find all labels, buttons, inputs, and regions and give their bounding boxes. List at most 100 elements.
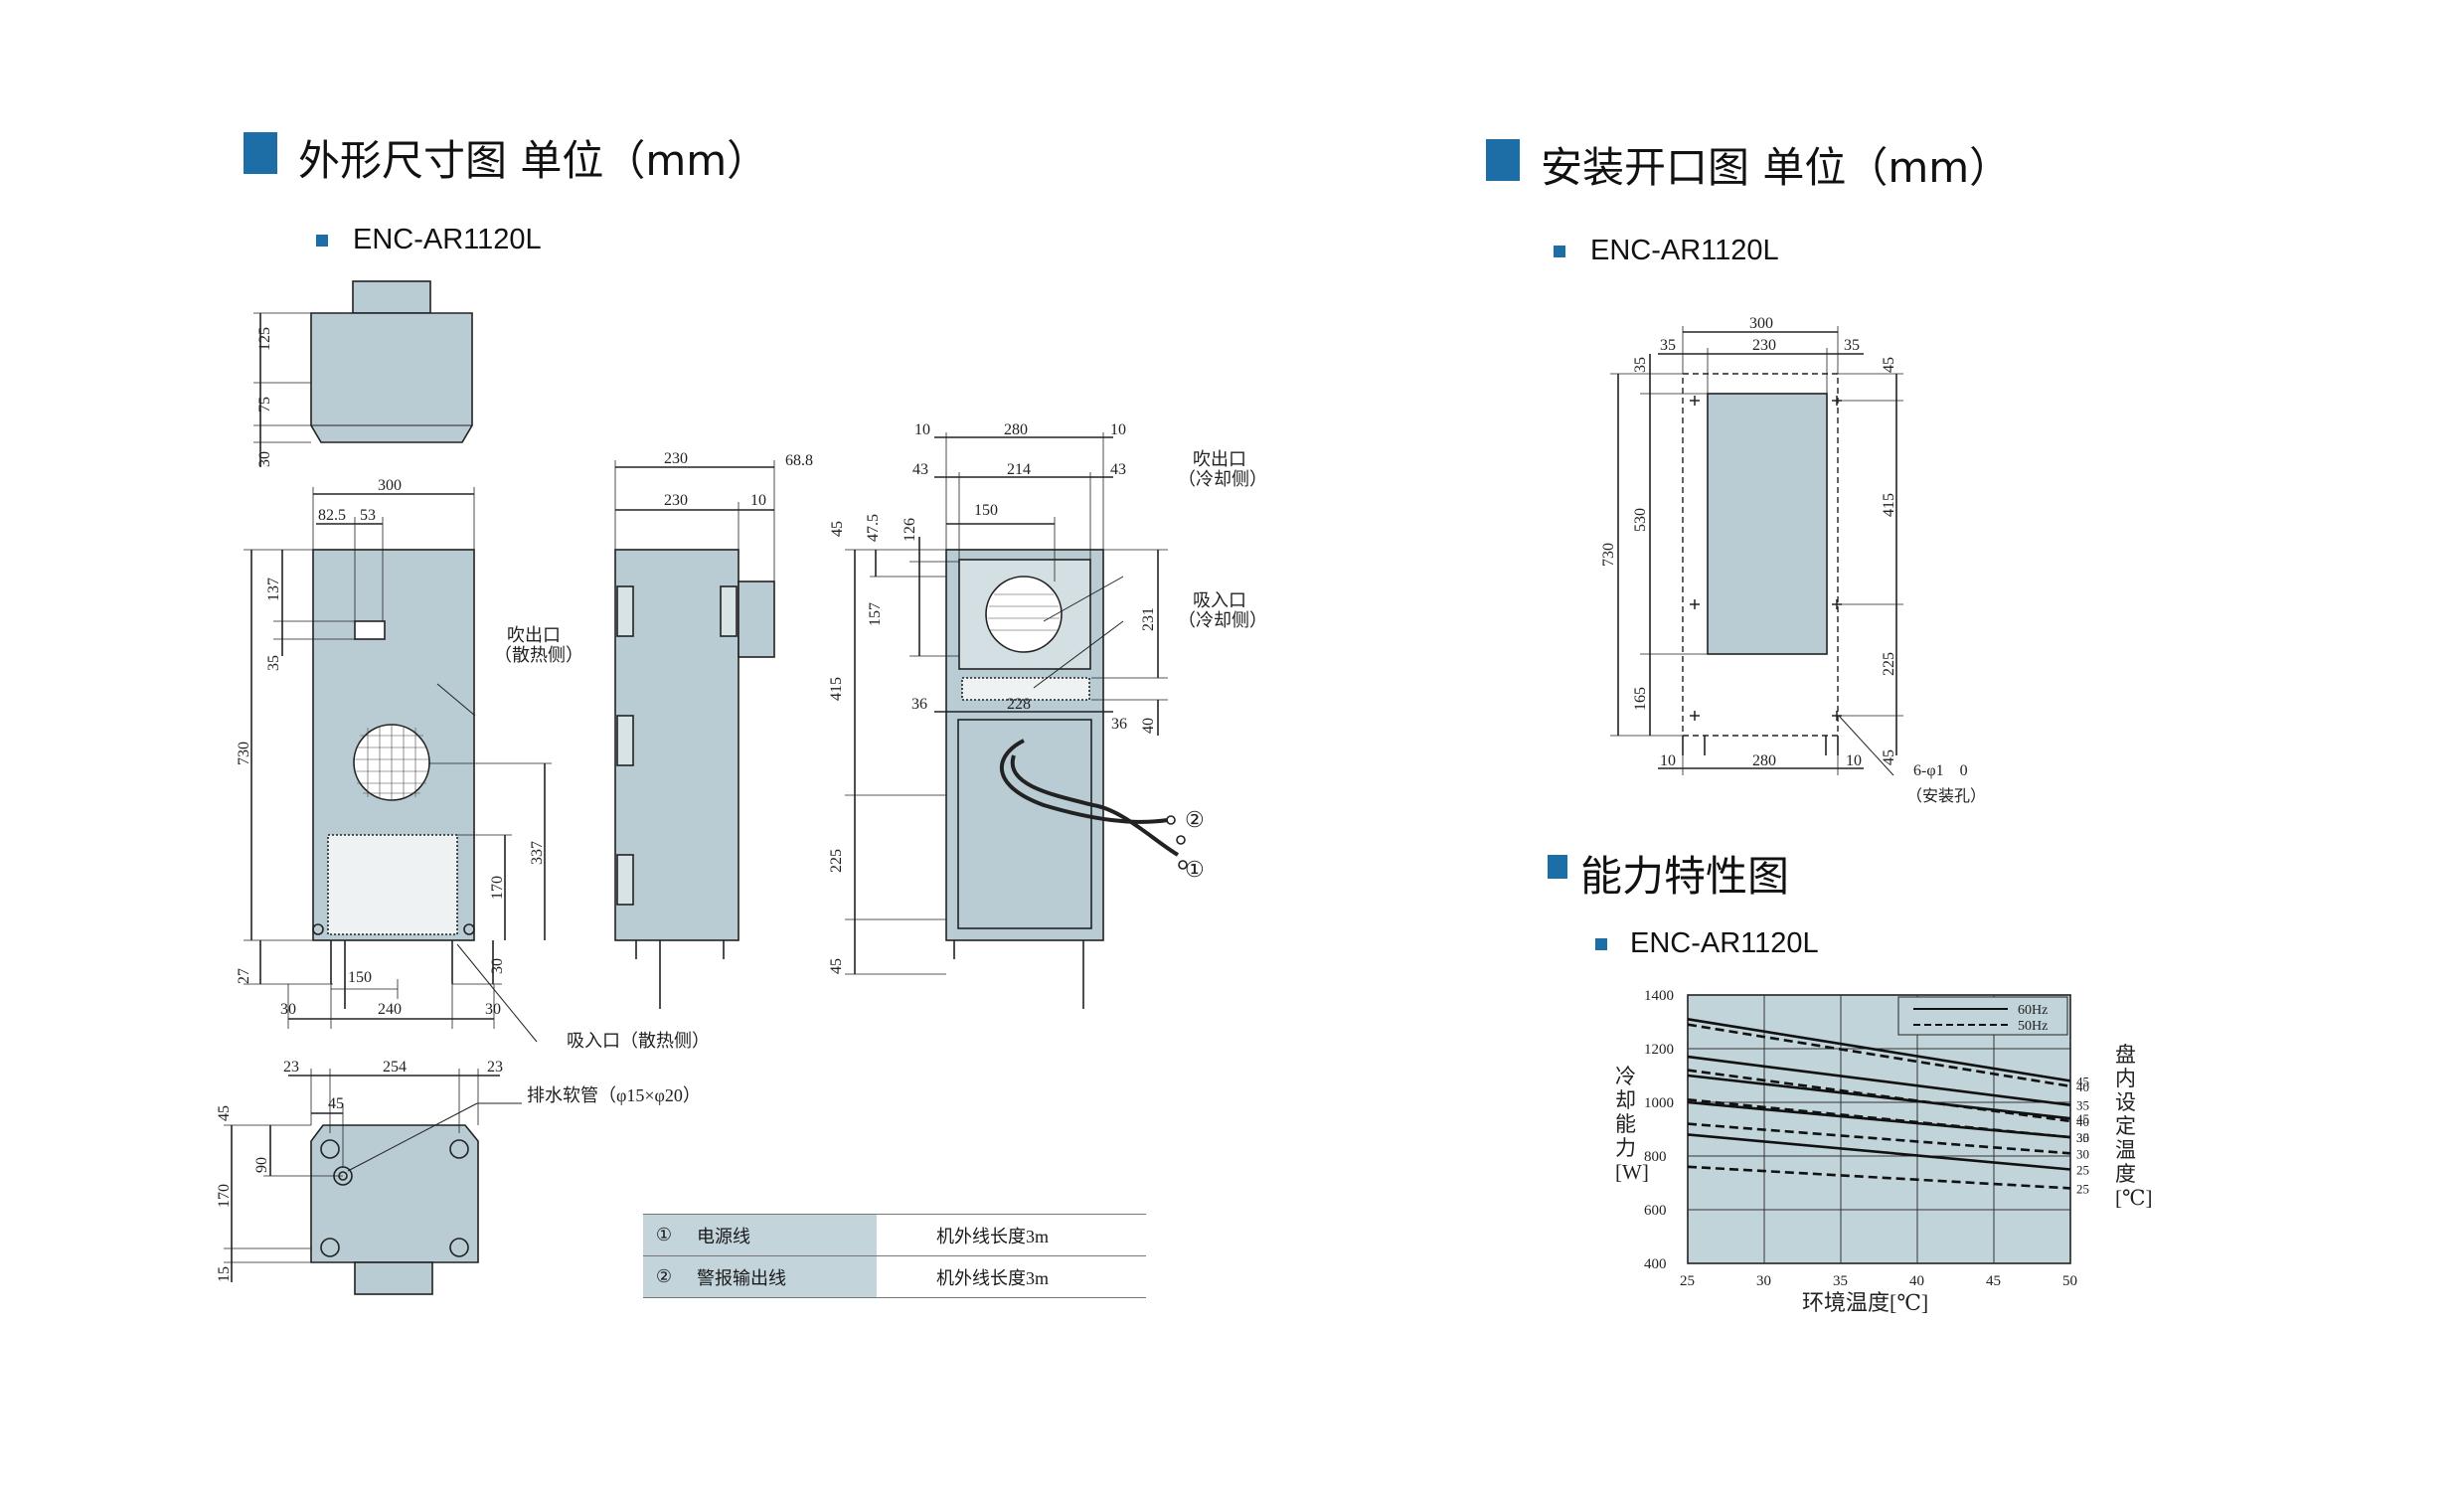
dim-label: 45 <box>828 958 845 974</box>
right-label-char: [℃] <box>2115 1186 2152 1210</box>
exhaust-label: 吹出口 <box>507 625 561 645</box>
y-tick-label: 400 <box>1644 1256 1667 1272</box>
dim-label: 10 <box>914 421 930 438</box>
dim-label: 170 <box>216 1184 233 1208</box>
section-marker <box>1548 855 1567 879</box>
bottom-view <box>224 1069 522 1295</box>
bullet-marker <box>316 235 328 247</box>
dim-label: 230 <box>664 450 688 467</box>
table-cell-name: 警报输出线 <box>685 1255 877 1298</box>
dim-label: 730 <box>236 742 252 765</box>
dim-label: 45 <box>1881 357 1897 373</box>
dim-label: 150 <box>348 969 372 986</box>
dim-label: 10 <box>750 492 766 509</box>
exhaust-label-sub: （冷却侧） <box>1178 469 1267 489</box>
intake-label-sub: （冷却侧） <box>1178 610 1267 630</box>
bullet-marker <box>1554 246 1565 257</box>
dim-label: 43 <box>1110 461 1126 478</box>
dim-label: 45 <box>216 1105 233 1121</box>
right-tick-label: 30 <box>2076 1130 2089 1145</box>
dim-label: 300 <box>1749 315 1773 332</box>
dim-label: 337 <box>529 841 546 865</box>
mounting-hole-label: 6-φ1 0 <box>1913 762 1968 779</box>
dim-label: 225 <box>1881 652 1897 676</box>
right-label-char: 盘 <box>2115 1043 2136 1067</box>
dim-label: 23 <box>487 1059 503 1076</box>
dim-label: 126 <box>902 518 918 542</box>
dim-label: 300 <box>378 477 402 494</box>
series-line-60Hz-35 <box>1687 1074 2071 1120</box>
series-line-60Hz-40 <box>1687 1055 2071 1106</box>
dim-label: 23 <box>283 1059 299 1076</box>
back-view-dimensions: 10 280 10 43 214 43 150 45 47.5 126 157 … <box>828 421 1267 974</box>
table-row: ① 电源线 机外线长度3m <box>643 1214 1146 1256</box>
dim-label: 35 <box>1844 337 1860 354</box>
right-label-char: 设 <box>2115 1090 2136 1114</box>
dim-label: 45 <box>1881 749 1897 765</box>
right-tick-label: 40 <box>2076 1114 2089 1129</box>
bullet-marker <box>1595 938 1607 950</box>
front-view-dimensions: 300 82.5 53 137 35 730 27 337 170 30 150… <box>236 477 710 1051</box>
y-label-char: 能 <box>1615 1112 1636 1136</box>
top-view-dimensions: 125 75 30 <box>256 327 273 467</box>
drain-hose-label: 排水软管（φ15×φ20） <box>527 1085 701 1105</box>
dim-label: 530 <box>1632 508 1649 532</box>
x-tick-label: 25 <box>1680 1273 1695 1289</box>
front-view <box>244 487 552 1043</box>
x-axis-label: 环境温度[℃] <box>1802 1290 1928 1315</box>
right-tick-label: 40 <box>2076 1079 2089 1094</box>
top-view <box>253 280 473 467</box>
table-cell-num: ② <box>643 1255 685 1298</box>
dim-label: 35 <box>1660 337 1676 354</box>
right-tick-label: 25 <box>2076 1181 2089 1196</box>
y-label-char: [W] <box>1615 1160 1649 1184</box>
dim-label: 214 <box>1007 461 1031 478</box>
bottom-view-dimensions: 23 254 23 45 45 90 170 15 排水软管（φ15×φ20） <box>216 1059 701 1282</box>
right-tick-label: 45 <box>2076 1111 2089 1126</box>
cutout-model: ENC-AR1120L <box>1590 235 1779 266</box>
right-tick-label: 25 <box>2076 1163 2089 1178</box>
dim-label: 415 <box>828 677 845 701</box>
dim-label: 90 <box>253 1157 270 1173</box>
series-line-50Hz-30 <box>1687 1122 2071 1155</box>
dim-label: 137 <box>265 578 282 601</box>
cutout-dimensions: 300 35 230 35 35 45 530 730 415 225 165 … <box>1600 315 1986 805</box>
dim-label: 30 <box>256 451 273 467</box>
dim-label: 43 <box>912 461 928 478</box>
table-row: ② 警报输出线 机外线长度3m <box>643 1255 1146 1298</box>
dim-label: 240 <box>378 1001 402 1018</box>
x-tick-label: 40 <box>1909 1273 1924 1289</box>
x-tick-label: 50 <box>2062 1273 2077 1289</box>
y-tick-label: 1000 <box>1644 1095 1674 1111</box>
right-label-char: 内 <box>2115 1067 2136 1090</box>
dim-label: 68.8 <box>785 452 813 469</box>
dim-label: 150 <box>974 502 998 519</box>
dim-label: 10 <box>1846 752 1862 769</box>
table-cell-name: 电源线 <box>685 1214 877 1256</box>
dim-label: 40 <box>1140 718 1157 734</box>
dim-label: 230 <box>664 492 688 509</box>
dim-label: 225 <box>828 849 845 873</box>
section-marker <box>244 132 277 174</box>
cable-marker-1: ① <box>1185 857 1205 882</box>
chart-series <box>1687 1018 2071 1190</box>
dim-label: 280 <box>1752 752 1776 769</box>
dim-label: 45 <box>829 521 846 537</box>
series-line-50Hz-40 <box>1687 1069 2071 1123</box>
mounting-hole-marks <box>1690 396 1842 721</box>
dim-label: 280 <box>1004 421 1028 438</box>
y-label-char: 力 <box>1615 1136 1636 1160</box>
right-label-char: 定 <box>2115 1114 2136 1138</box>
legend-60hz: 60Hz <box>2018 1003 2048 1018</box>
dim-label: 254 <box>383 1059 407 1076</box>
dim-label: 157 <box>867 602 884 626</box>
y-label-char: 却 <box>1615 1088 1636 1112</box>
performance-model: ENC-AR1120L <box>1630 927 1819 959</box>
y-tick-label: 600 <box>1644 1203 1667 1219</box>
dim-label: 36 <box>911 696 927 713</box>
